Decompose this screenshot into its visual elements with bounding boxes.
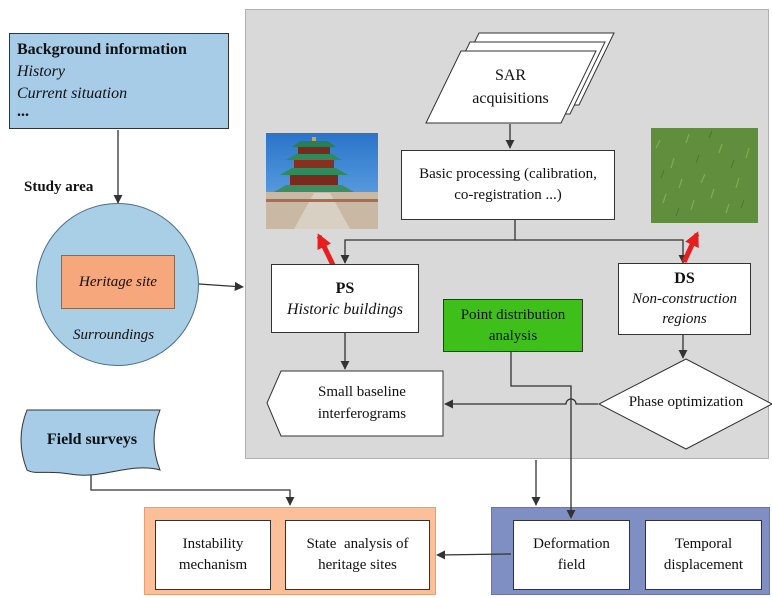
ds-box: DS Non-construction regions <box>618 263 751 335</box>
deformation-line2: field <box>557 557 586 573</box>
temporal-displacement-box: Temporal displacement <box>645 520 762 590</box>
small-baseline-label: Small baseline interferograms <box>281 381 443 425</box>
basic-line2: co-registration ...) <box>454 187 562 203</box>
ds-title: DS <box>674 270 695 287</box>
background-history: History <box>17 63 65 80</box>
instability-line2: mechanism <box>178 557 248 573</box>
temporal-line2: displacement <box>663 557 744 573</box>
background-info-box: Background information History Current s… <box>9 33 229 129</box>
point-dist-line2: analysis <box>488 327 538 344</box>
basic-line1: Basic processing (calibration, <box>419 166 597 182</box>
ds-subtitle-1: Non-construction <box>632 291 737 307</box>
background-title: Background information <box>17 41 187 58</box>
ps-box: PS Historic buildings <box>271 264 419 333</box>
background-more: ... <box>17 103 29 120</box>
study-area-label: Study area <box>24 179 94 195</box>
state-analysis-box: State analysis of heritage sites <box>285 520 430 590</box>
instability-mechanism-box: Instability mechanism <box>155 520 271 590</box>
state-line1: State analysis of <box>306 536 409 552</box>
phase-optimization-label: Phase optimization <box>628 394 744 410</box>
grass-image <box>651 128 758 223</box>
sar-label: SAR acquisitions <box>472 67 549 107</box>
heritage-site-box: Heritage site <box>61 255 175 309</box>
basic-processing-box: Basic processing (calibration, co-regist… <box>401 150 615 220</box>
surroundings-label: Surroundings <box>73 327 155 343</box>
state-line2: heritage sites <box>318 557 397 573</box>
field-surveys-label: Field surveys <box>46 431 138 448</box>
point-distribution-box: Point distribution analysis <box>443 299 583 352</box>
point-dist-line1: Point distribution <box>460 306 566 323</box>
instability-line1: Instability <box>182 536 244 552</box>
ps-subtitle: Historic buildings <box>286 300 403 318</box>
heritage-site-label: Heritage site <box>79 273 157 290</box>
ps-title: PS <box>335 279 355 297</box>
background-current: Current situation <box>17 85 128 102</box>
small-baseline-line2: interferograms <box>317 406 407 422</box>
ds-subtitle-2: regions <box>662 311 707 327</box>
temporal-line1: Temporal <box>674 536 733 552</box>
historic-building-image <box>266 133 378 229</box>
small-baseline-line1: Small baseline <box>318 384 406 400</box>
deformation-line1: Deformation <box>533 536 610 552</box>
deformation-field-box: Deformation field <box>513 520 630 590</box>
